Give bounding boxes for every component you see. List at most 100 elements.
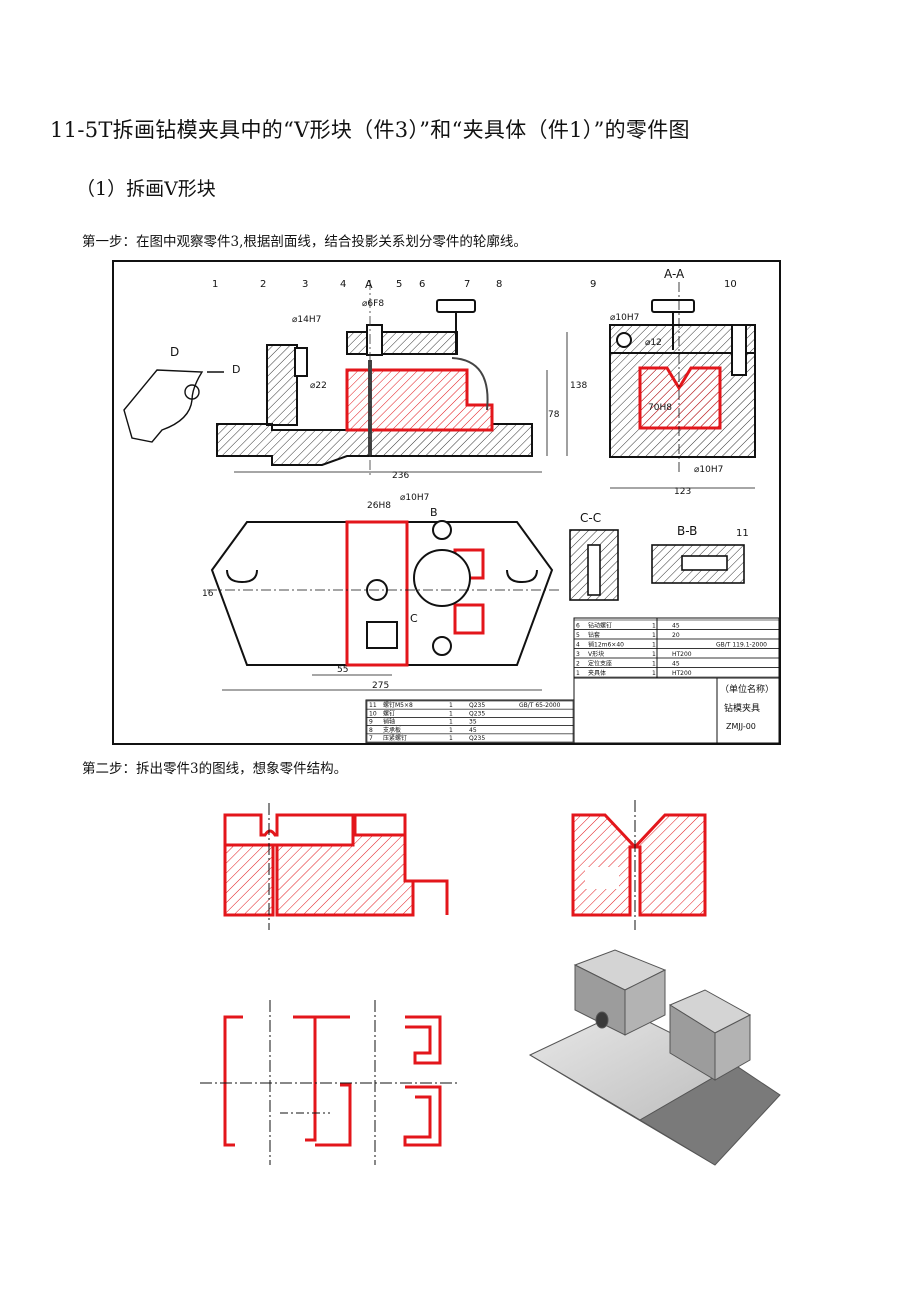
parts-list-right-cell: 销12m6×40: [588, 641, 624, 649]
parts-list-left-cell: 压紧螺钉: [383, 734, 407, 742]
section-bb-view: [651, 544, 745, 584]
parts-list-right-cell: 夹具体: [588, 669, 606, 677]
dimensions: ⌀6F8 ⌀14H7 ⌀22 ⌀10H7 ⌀12 70H8 ⌀10H7 78 1…: [202, 299, 723, 691]
parts-list-left-cell: 支承板: [383, 726, 401, 734]
part3-side-view: [571, 800, 707, 930]
parts-list-left-cell: 1: [449, 735, 453, 742]
parts-list-right-cell: 钻套: [588, 631, 600, 639]
dim-70: 70H8: [648, 403, 672, 413]
label-section-bb: B-B: [677, 524, 697, 538]
parts-list-left-cell: 1: [449, 719, 453, 726]
front-view: [216, 280, 568, 475]
parts-list-right-cell: 6: [576, 623, 580, 630]
dim-14: ⌀14H7: [292, 315, 321, 325]
label-section-b: B: [430, 506, 438, 519]
title-block: [365, 617, 780, 744]
parts-list-left-row: [366, 733, 574, 743]
parts-list-left-cell: GB/T 65-2000: [519, 702, 561, 709]
parts-list-left-cell: 1: [449, 710, 453, 717]
label-section-cc: C-C: [580, 511, 601, 525]
balloons: 1 2 3 4 5 6 7 8 9 10 11: [212, 279, 749, 539]
assembly-drawing: （单位名称） 钻模夹具 ZMJJ-00 A-A C-C B-B D D A B …: [112, 260, 781, 745]
parts-list-right-cell: 1: [576, 670, 580, 677]
part3-top-view: [200, 1000, 460, 1165]
dim-10b: ⌀10H7: [694, 465, 723, 475]
parts-list-right-cell: 4: [576, 642, 580, 649]
parts-list-left-cell: 螺钉M5×8: [383, 701, 413, 709]
parts-list-left-cell: 1: [449, 702, 453, 709]
drawing-frame: [112, 260, 781, 745]
parts-list-left-cell: Q235: [469, 735, 485, 742]
section-subtitle: （1）拆画V形块: [76, 178, 216, 200]
parts-list-left-cell: Q235: [469, 710, 485, 717]
dim-78: 78: [548, 410, 560, 420]
dim-26: 26H8: [367, 501, 391, 511]
parts-list-right-cell: 1: [652, 661, 656, 668]
label-arrow-d: D: [232, 363, 240, 376]
balloon-6: 6: [419, 279, 425, 290]
balloon-8: 8: [496, 279, 502, 290]
parts-list-left-cell: 螺钉: [383, 709, 395, 717]
parts-list-right-cell: 定位支座: [588, 660, 612, 668]
dim-275: 275: [372, 681, 389, 691]
parts-list-right-cell: 1: [652, 632, 656, 639]
balloon-5: 5: [396, 279, 402, 290]
label-section-c: C: [410, 612, 418, 625]
dim-22: ⌀22: [310, 381, 327, 391]
balloon-2: 2: [260, 279, 266, 290]
section-cc-view: [569, 529, 619, 601]
parts-list-left-cell: 7: [369, 735, 373, 742]
section-aa-view: [609, 282, 756, 489]
parts-list-right-cell: 45: [672, 623, 680, 630]
parts-list-left-cell: 35: [469, 719, 477, 726]
parts-list-left-cell: 销轴: [383, 718, 395, 726]
parts-list-right-cell: 1: [652, 670, 656, 677]
dim-123: 123: [674, 487, 691, 497]
parts-list-right-cell: 钻动螺钉: [588, 622, 612, 630]
parts-list-left-cell: 1: [449, 727, 453, 734]
balloon-7: 7: [464, 279, 470, 290]
dim-138: 138: [570, 381, 587, 391]
dim-10c: ⌀10H7: [400, 493, 429, 503]
balloon-10: 10: [724, 279, 737, 290]
parts-list-left-cell: 9: [369, 719, 373, 726]
balloon-9: 9: [590, 279, 596, 290]
label-section-aa: A-A: [664, 267, 685, 281]
parts-list-left-cell: 11: [369, 702, 377, 709]
part3-front-view: [223, 803, 449, 930]
parts-list-left-cell: 45: [469, 727, 477, 734]
parts-list-left-cell: Q235: [469, 702, 485, 709]
balloon-4: 4: [340, 279, 346, 290]
parts-list-right-cell: 2: [576, 661, 580, 668]
dim-10a: ⌀10H7: [610, 313, 639, 323]
label-section-a: A: [365, 278, 373, 291]
step-two-text: 第二步：拆出零件3的图线，想象零件结构。: [82, 761, 348, 777]
step-one-text: 第一步：在图中观察零件3,根据剖面线，结合投影关系划分零件的轮廓线。: [82, 234, 527, 250]
parts-list-right-cell: GB/T 119.1-2000: [716, 642, 767, 649]
balloon-1: 1: [212, 279, 218, 290]
parts-list-right-cell: 5: [576, 632, 580, 639]
parts-list-right-row: [573, 667, 780, 678]
parts-list-right-cell: V形块: [588, 650, 604, 658]
parts-list-right-cell: 1: [652, 642, 656, 649]
balloon-3: 3: [302, 279, 308, 290]
dim-12: ⌀12: [645, 338, 662, 348]
label-detail-d: D: [170, 345, 179, 359]
document-title: 11-5T拆画钻模夹具中的“V形块（件3）”和“夹具体（件1）”的零件图: [50, 118, 690, 142]
parts-list-right-cell: 45: [672, 661, 680, 668]
dim-55: 55: [337, 665, 348, 675]
balloon-11: 11: [736, 528, 749, 539]
top-view: [207, 520, 562, 691]
parts-list-right-cell: 3: [576, 651, 580, 658]
dim-6f8: ⌀6F8: [362, 299, 384, 309]
parts-list-right-cell: HT200: [672, 670, 692, 677]
parts-list-right-cell: 1: [652, 623, 656, 630]
title-block-code: ZMJJ-00: [726, 722, 756, 731]
title-block-unit: （单位名称）: [720, 683, 774, 695]
detail-d: [123, 369, 224, 443]
extracted-part-views: [195, 795, 795, 1175]
parts-list-right-cell: 20: [672, 632, 680, 639]
parts-list-left-cell: 10: [369, 710, 377, 717]
